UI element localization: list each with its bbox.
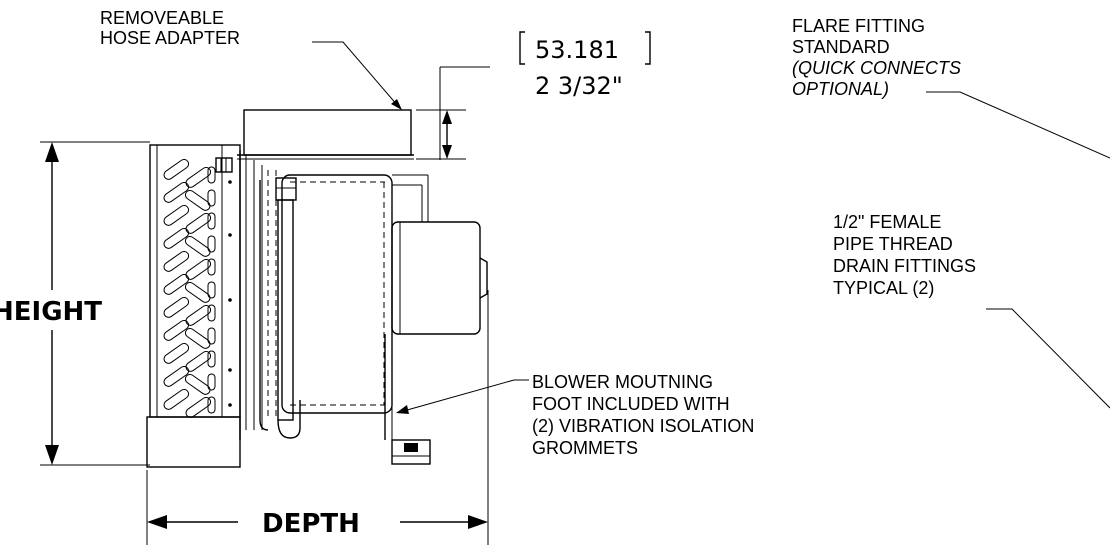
fin-slot — [163, 319, 190, 341]
fin-slot — [185, 396, 212, 418]
hose-adapter-label-line2: HOSE ADAPTER — [100, 28, 240, 48]
height-arrow-bottom — [45, 445, 59, 465]
fin-slot — [207, 350, 216, 368]
fin-slot — [185, 166, 212, 188]
fin-slot — [163, 342, 190, 364]
drain-fittings-label-line4: TYPICAL (2) — [833, 278, 934, 298]
adapter-dimension: 53.181 2 3/32" — [416, 31, 651, 160]
blower-foot-label-line1: BLOWER MOUTNING — [532, 372, 713, 392]
blower-foot-label-line3: (2) VIBRATION ISOLATION — [532, 416, 754, 436]
fin-slot — [163, 250, 190, 272]
fin-slot-pattern — [163, 158, 232, 418]
fin-slot — [207, 304, 216, 322]
depth-dimension: DEPTH — [146, 290, 489, 545]
callout-flare-fitting: FLARE FITTING STANDARD (QUICK CONNECTS O… — [792, 16, 1110, 159]
fin-slot — [184, 235, 211, 257]
hose-adapter-label-line1: REMOVEABLE — [100, 8, 224, 28]
fin-slot — [163, 365, 190, 387]
adapter-dimension-imperial: 2 3/32" — [535, 72, 623, 100]
drain-fittings-label-line3: DRAIN FITTINGS — [833, 256, 976, 276]
frame-rivet — [228, 403, 232, 407]
callout-drain-fittings: 1/2" FEMALE PIPE THREAD DRAIN FITTINGS T… — [833, 212, 1110, 409]
grommet — [404, 443, 418, 452]
fin-slot — [207, 212, 216, 230]
blower-mounting-foot — [384, 334, 431, 465]
drain-fittings-label-line2: PIPE THREAD — [833, 234, 953, 254]
flare-fitting-label-line4: OPTIONAL) — [792, 79, 889, 99]
fin-slot — [185, 258, 212, 280]
depth-label: DEPTH — [262, 509, 360, 539]
frame-rivet — [228, 298, 232, 302]
fin-slot — [163, 227, 190, 249]
fin-slot — [185, 304, 212, 326]
fin-slot — [207, 373, 216, 391]
fin-slot — [184, 189, 211, 211]
frame-rivet — [228, 368, 232, 372]
fin-slot — [163, 273, 190, 295]
bracket-right — [645, 31, 651, 65]
fin-slot — [207, 327, 216, 345]
callout-hose-adapter: REMOVEABLE HOSE ADAPTER — [100, 8, 402, 110]
fin-slot — [207, 258, 216, 276]
blower-foot-label-line2: FOOT INCLUDED WITH — [532, 394, 730, 414]
frame-rivet — [228, 180, 232, 184]
frame-rivet — [228, 233, 232, 237]
bracket-left — [519, 31, 525, 65]
fin-slot — [184, 373, 211, 395]
flare-fitting-tubes — [215, 157, 301, 439]
fin-slot — [207, 281, 216, 299]
fin-slot — [207, 166, 216, 184]
depth-arrow-left — [147, 515, 167, 529]
fin-slot — [163, 388, 190, 410]
depth-arrow-right — [468, 515, 488, 529]
fin-slot — [207, 189, 216, 207]
height-arrow-top — [45, 142, 59, 162]
blower-foot-label-line4: GROMMETS — [532, 438, 638, 458]
fin-slot — [163, 204, 190, 226]
fin-slot — [185, 350, 212, 372]
fin-slot — [207, 396, 216, 414]
adapter-dimension-metric: 53.181 — [535, 36, 619, 64]
height-dimension: HEIGHT — [0, 141, 150, 466]
coil-fin-block — [146, 144, 277, 468]
fin-slot — [207, 235, 216, 253]
hose-adapter-box — [237, 109, 414, 160]
flare-fitting-label-line3: (QUICK CONNECTS — [792, 58, 961, 78]
coil-base-block — [146, 416, 241, 468]
callout-blower-foot: BLOWER MOUTNING FOOT INCLUDED WITH (2) V… — [396, 372, 754, 458]
fin-slot — [163, 296, 190, 318]
flare-fitting-label-line1: FLARE FITTING — [792, 16, 925, 36]
blower-housing — [281, 174, 429, 414]
fin-slot — [163, 181, 190, 203]
fin-slot — [184, 281, 211, 303]
fin-slot — [163, 158, 190, 180]
height-label: HEIGHT — [0, 297, 102, 327]
blower-motor — [391, 221, 488, 335]
fin-slot — [185, 212, 212, 234]
flare-fitting-label-line2: STANDARD — [792, 37, 890, 57]
fin-slot — [184, 327, 211, 349]
drain-fittings-label-line1: 1/2" FEMALE — [833, 212, 941, 232]
